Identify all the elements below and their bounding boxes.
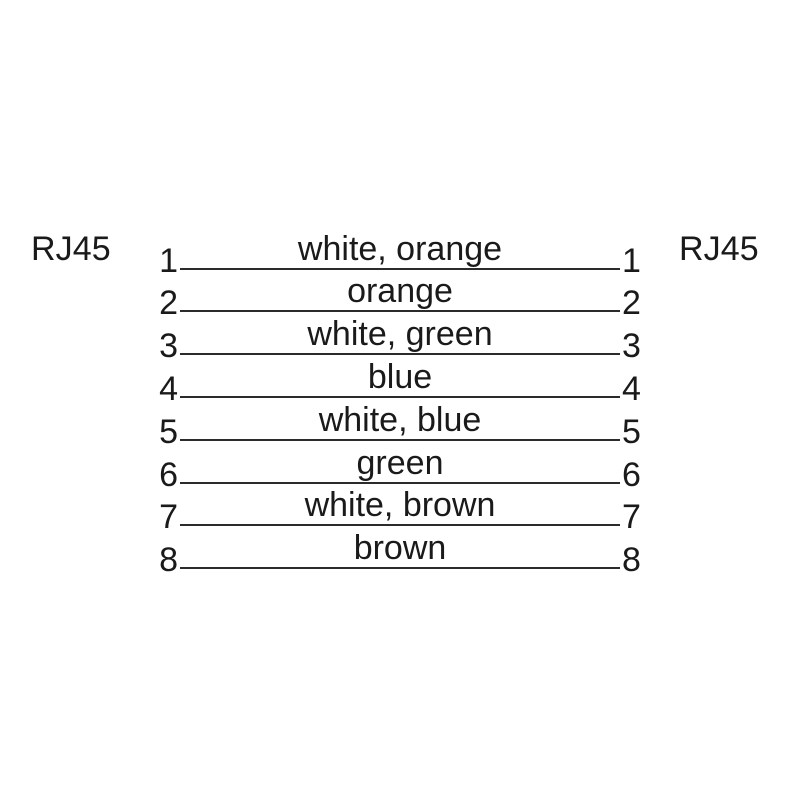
pin-number-left: 6 xyxy=(159,455,178,494)
pin-number-left: 2 xyxy=(159,284,178,323)
wire-line xyxy=(180,524,620,527)
wire-line xyxy=(180,481,620,484)
pin-number-right: 1 xyxy=(622,241,641,280)
pin-number-right: 7 xyxy=(622,498,641,537)
connector-label-right: RJ45 xyxy=(679,230,759,268)
wire-color-label: green xyxy=(356,443,444,482)
wire-line xyxy=(180,353,620,356)
wire-color-label: white, orange xyxy=(297,229,503,268)
wire-color-label: white, blue xyxy=(318,400,482,439)
pin-number-right: 6 xyxy=(622,455,641,494)
pin-number-left: 8 xyxy=(159,541,178,580)
wire-color-label: white, brown xyxy=(304,486,496,525)
pin-number-right: 8 xyxy=(622,541,641,580)
wire-line xyxy=(180,267,620,270)
connector-label-left: RJ45 xyxy=(31,230,111,268)
pin-number-left: 4 xyxy=(159,369,178,408)
wire-color-label: blue xyxy=(367,357,433,396)
wire-color-label: orange xyxy=(347,272,453,311)
wire-line xyxy=(180,567,620,570)
pin-number-right: 2 xyxy=(622,284,641,323)
wire-line xyxy=(180,310,620,313)
pin-number-left: 1 xyxy=(159,241,178,280)
pin-number-right: 3 xyxy=(622,327,641,366)
wire-color-label: white, green xyxy=(307,315,493,354)
pin-number-right: 5 xyxy=(622,412,641,451)
pin-number-right: 4 xyxy=(622,369,641,408)
wire-line xyxy=(180,438,620,441)
pin-number-left: 3 xyxy=(159,327,178,366)
wire-color-label: brown xyxy=(353,529,447,568)
pin-number-left: 7 xyxy=(159,498,178,537)
wire-line xyxy=(180,395,620,398)
pin-number-left: 5 xyxy=(159,412,178,451)
